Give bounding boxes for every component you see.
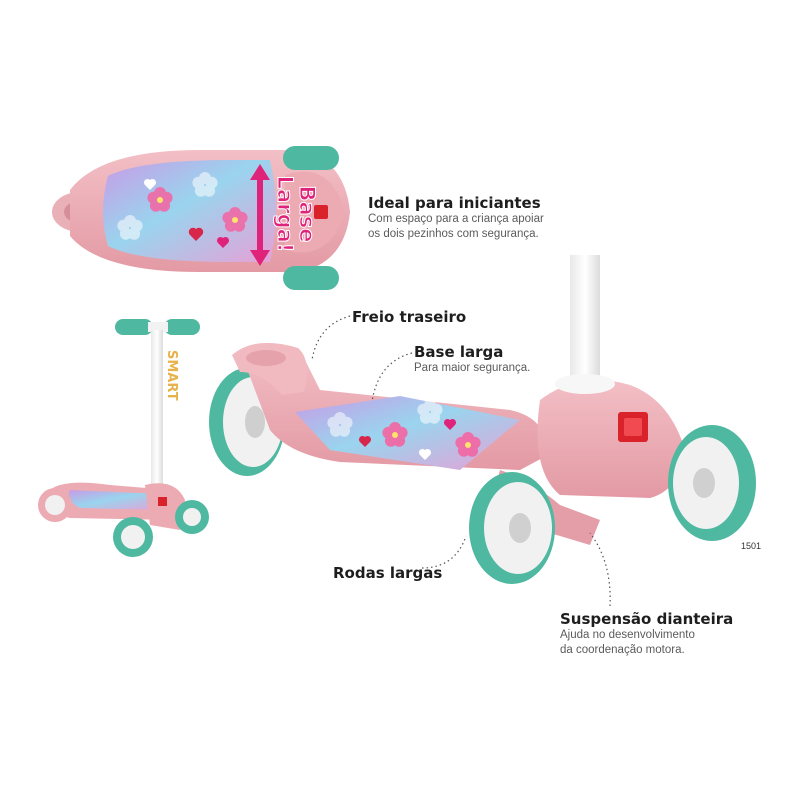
front-wheel-top-right: [283, 266, 339, 290]
callout-freio: Freio traseiro: [352, 308, 466, 326]
front-wheel-top-left: [283, 146, 339, 170]
base-larga-badge: Base Larga!: [273, 175, 320, 253]
callout-rodas-title: Rodas largas: [333, 564, 443, 582]
callout-suspensao-line1: Ajuda no desenvolvimento: [560, 629, 695, 641]
deck-print-top: [103, 160, 276, 262]
handlebar-grip-left: [115, 319, 153, 335]
line-rodas: [421, 535, 467, 569]
callout-ideal-line2: os dois pezinhos com segurança.: [368, 228, 539, 240]
callout-ideal-title: Ideal para iniciantes: [368, 194, 541, 212]
callout-base-line1: Para maior segurança.: [414, 362, 531, 374]
svg-text:Base: Base: [295, 186, 319, 243]
line-base: [371, 352, 413, 403]
callout-lines: [311, 315, 611, 607]
large-scooter-view: [209, 255, 756, 584]
product-code: 1501: [741, 541, 762, 551]
width-arrow-icon: [250, 164, 270, 266]
top-view-scooter: Base Larga!: [52, 146, 350, 290]
front-fork: [537, 380, 685, 498]
steering-pole: [151, 330, 163, 495]
small-scooter-view: SMART: [38, 319, 209, 557]
callout-base-title: Base larga: [414, 343, 504, 361]
callout-base: Base larga Para maior segurança.: [414, 343, 530, 376]
handlebar-grip-right: [164, 319, 200, 335]
callout-rodas: Rodas largas: [333, 564, 442, 582]
line-suspensao: [589, 532, 611, 607]
callout-ideal-line1: Com espaço para a criança apoiar: [368, 213, 544, 225]
svg-text:SMART: SMART: [164, 350, 179, 401]
callout-suspensao-title: Suspensão dianteira: [560, 610, 734, 628]
callout-freio-title: Freio traseiro: [352, 308, 467, 326]
callout-ideal: Ideal para iniciantes Com espaço para a …: [368, 194, 544, 242]
callout-suspensao: Suspensão dianteira Ajuda no desenvolvim…: [560, 610, 733, 658]
large-steering-pole: [570, 255, 600, 385]
front-light-top: [314, 205, 328, 219]
svg-text:Larga!: Larga!: [273, 176, 297, 253]
callout-suspensao-line2: da coordenação motora.: [560, 644, 685, 656]
line-freio: [311, 315, 351, 361]
